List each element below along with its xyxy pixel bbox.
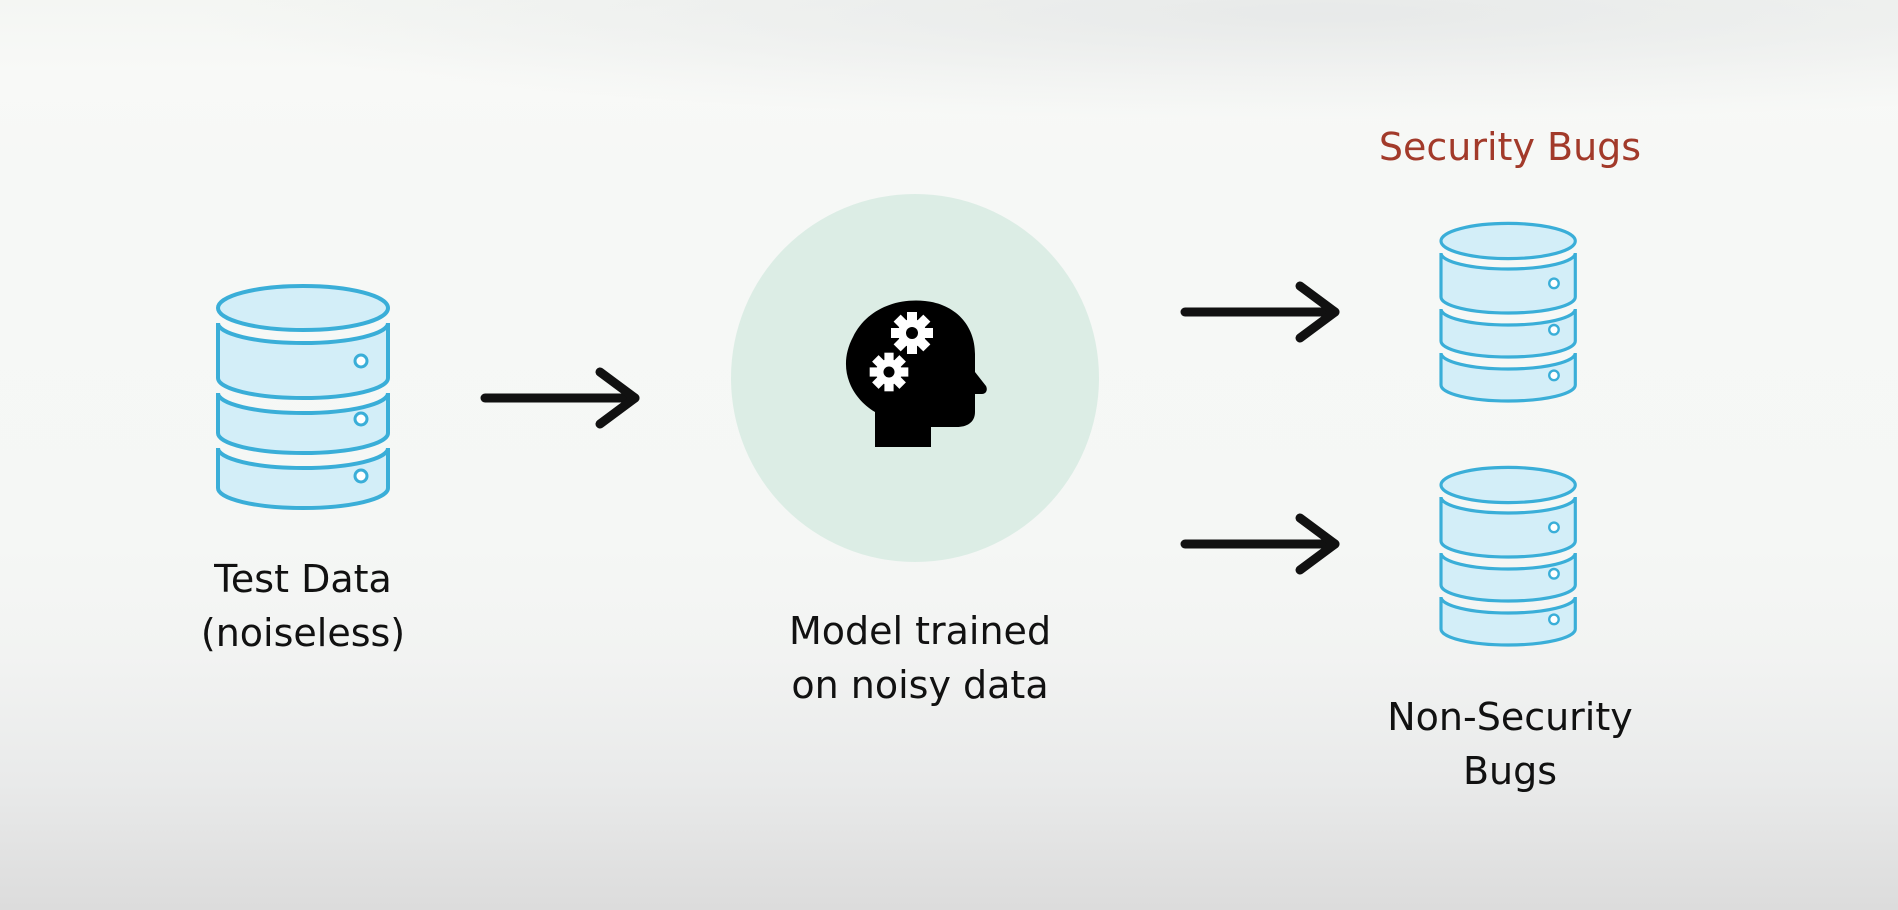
arrow-to-non-security-bugs (1185, 518, 1335, 570)
test-data-database-icon (216, 284, 390, 510)
non-security-bugs-database-icon (1439, 465, 1577, 647)
head-with-gears-icon (845, 300, 987, 447)
arrow-to-model (485, 372, 635, 424)
test-data-label: Test Data (noiseless) (200, 557, 406, 655)
security-bugs-label: Security Bugs (1378, 125, 1642, 169)
non-security-bugs-label: Non-Security Bugs (1387, 695, 1633, 793)
security-bugs-database-icon (1439, 221, 1577, 403)
arrow-to-security-bugs (1185, 286, 1335, 338)
model-label: Model trained on noisy data (788, 609, 1052, 707)
